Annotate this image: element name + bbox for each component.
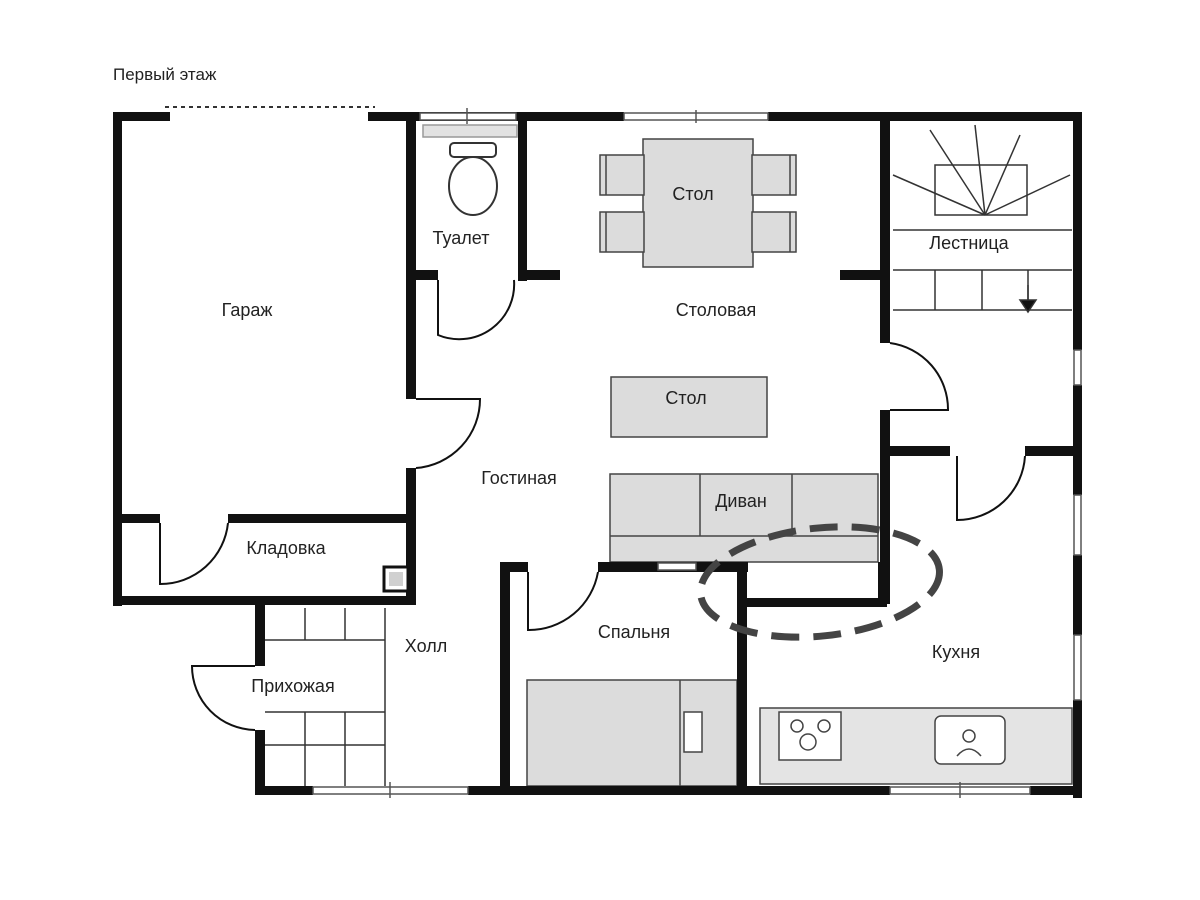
furniture-label-table: Стол	[665, 388, 706, 408]
room-label-toilet: Туалет	[433, 228, 490, 248]
plan-title: Первый этаж	[113, 65, 217, 84]
toilet-seat-back	[449, 142, 497, 158]
room-label-living: Гостиная	[481, 468, 557, 488]
dining-table	[642, 138, 754, 268]
pillow	[683, 711, 703, 753]
bed	[526, 679, 738, 787]
toilet-bowl	[448, 156, 498, 216]
room-label-hall: Холл	[405, 636, 447, 656]
highlight-ellipse	[697, 523, 943, 641]
room-label-entry: Прихожая	[251, 676, 334, 696]
room-label-garage: Гараж	[222, 300, 273, 320]
toilet-tank	[422, 124, 518, 138]
room-label-dining: Столовая	[676, 300, 757, 320]
staircase	[892, 124, 1072, 314]
chair	[751, 154, 797, 196]
windows	[312, 108, 1082, 798]
furniture-label-dining-table: Стол	[672, 184, 713, 204]
room-label-bedroom: Спальня	[598, 622, 670, 642]
chair	[599, 154, 645, 196]
furniture-label-sofa: Диван	[715, 491, 767, 511]
walls	[113, 112, 1082, 798]
chair	[599, 211, 645, 253]
furniture	[422, 124, 1073, 787]
room-label-kitchen: Кухня	[932, 642, 980, 662]
room-label-storage: Кладовка	[246, 538, 326, 558]
coffee-table	[610, 376, 768, 438]
room-label-stairs: Лестница	[929, 233, 1009, 253]
door-swings	[159, 279, 1026, 731]
chair	[751, 211, 797, 253]
entry-tiles	[265, 608, 386, 786]
